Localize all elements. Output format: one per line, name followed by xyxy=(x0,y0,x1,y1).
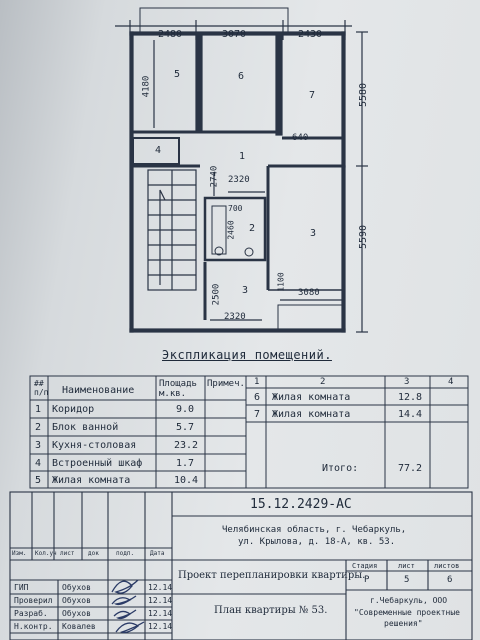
dim-2320-b: 2320 xyxy=(224,312,246,322)
dim-top-right: 2430 xyxy=(298,29,323,40)
row-6-area: 12.8 xyxy=(398,392,423,403)
col-izm: Изм. xyxy=(12,550,27,557)
row-4-num: 4 xyxy=(35,458,42,469)
row-3-area: 23.2 xyxy=(174,440,199,451)
total-value: 77.2 xyxy=(398,463,423,474)
person-4-role: Н.контр. xyxy=(14,622,53,631)
dim-2320-a: 2320 xyxy=(228,175,250,185)
stage-list-header: лист xyxy=(398,562,415,570)
row-6-name: Жилая комната xyxy=(272,392,351,403)
stamp-project: Проект перепланировки квартиры. xyxy=(178,570,366,581)
room-number-6: 6 xyxy=(238,71,245,82)
row-4-name: Встроенный шкаф xyxy=(52,458,143,469)
stamp-sheet-title: План квартиры № 53. xyxy=(214,605,328,616)
stage-header: Стадия xyxy=(352,562,378,570)
row-3-name: Кухня-столовая xyxy=(52,440,137,451)
header-area: Площадь м.кв. xyxy=(159,379,197,399)
room-number-3-lower: 3 xyxy=(242,285,249,296)
person-3-name: Обухов xyxy=(62,609,91,618)
room-number-1: 1 xyxy=(239,151,246,162)
person-2-name: Обухов xyxy=(62,596,91,605)
stage-listov-header: листов xyxy=(434,562,460,570)
row-2-area: 5.7 xyxy=(176,422,195,433)
person-1-name: Обухов xyxy=(62,583,91,592)
header-col3: 3 xyxy=(404,377,410,387)
org-line3: решения" xyxy=(384,619,423,628)
person-4-name: Ковалев xyxy=(62,622,96,631)
person-3-date: 12.14 xyxy=(148,609,173,618)
col-dok: док xyxy=(88,550,99,557)
row-3-num: 3 xyxy=(35,440,42,451)
row-1-name: Коридор xyxy=(52,404,95,415)
dim-top-mid: 3070 xyxy=(222,29,247,40)
stage-listov-value: 6 xyxy=(447,575,453,585)
signatures xyxy=(111,579,145,634)
dim-top-left: 2480 xyxy=(158,29,183,40)
row-6-num: 6 xyxy=(254,392,261,403)
total-label: Итого: xyxy=(322,463,359,474)
header-note: Примеч. xyxy=(207,379,245,389)
header-num: ## п/п xyxy=(34,379,49,397)
person-3-role: Разраб. xyxy=(14,609,48,618)
stamp-address-line1: Челябинская область, г. Чебаркуль, xyxy=(222,525,407,535)
org-line2: "Современные проектные xyxy=(354,608,460,617)
col-podp: подп. xyxy=(116,550,135,557)
header-col2: 2 xyxy=(320,377,326,387)
header-col4: 4 xyxy=(448,377,454,387)
explication-title: Экспликация помещений. xyxy=(162,348,332,362)
row-5-name: Жилая комната xyxy=(52,475,131,486)
person-1-date: 12.14 xyxy=(148,583,173,592)
stage-list-value: 5 xyxy=(404,575,410,585)
row-7-area: 14.4 xyxy=(398,409,423,420)
person-2-role: Проверил xyxy=(14,596,53,605)
col-kuch: Кол.уч xyxy=(35,550,57,557)
dim-700: 700 xyxy=(228,204,243,213)
row-7-name: Жилая комната xyxy=(272,409,351,420)
room-number-5: 5 xyxy=(174,69,181,80)
room-number-4: 4 xyxy=(155,145,162,156)
col-list: лист xyxy=(60,550,75,557)
stamp-code: 15.12.2429-АС xyxy=(250,497,352,512)
org-line1: г.Чебаркуль, ООО xyxy=(370,596,448,605)
row-5-area: 10.4 xyxy=(174,475,199,486)
floor-plan xyxy=(115,7,368,333)
row-4-area: 1.7 xyxy=(176,458,195,469)
person-1-role: ГИП xyxy=(14,583,29,592)
dim-3080: 3080 xyxy=(298,288,320,298)
header-name: Наименование xyxy=(62,385,135,396)
person-4-date: 12.14 xyxy=(148,622,173,631)
room-number-7: 7 xyxy=(309,90,316,101)
row-1-num: 1 xyxy=(35,404,42,415)
row-5-num: 5 xyxy=(35,475,42,486)
row-2-num: 2 xyxy=(35,422,42,433)
room-number-3-kitchen: 3 xyxy=(310,228,317,239)
person-2-date: 12.14 xyxy=(148,596,173,605)
room-number-2: 2 xyxy=(249,223,256,234)
header-col1: 1 xyxy=(254,377,260,387)
col-data: Дата xyxy=(150,550,165,557)
row-2-name: Блок ванной xyxy=(52,422,119,433)
row-1-area: 9.0 xyxy=(176,404,195,415)
dim-640: 640 xyxy=(292,133,309,143)
stage-value: Р xyxy=(364,575,370,585)
row-7-num: 7 xyxy=(254,409,261,420)
stamp-address-line2: ул. Крылова, д. 18-А, кв. 53. xyxy=(238,537,396,547)
